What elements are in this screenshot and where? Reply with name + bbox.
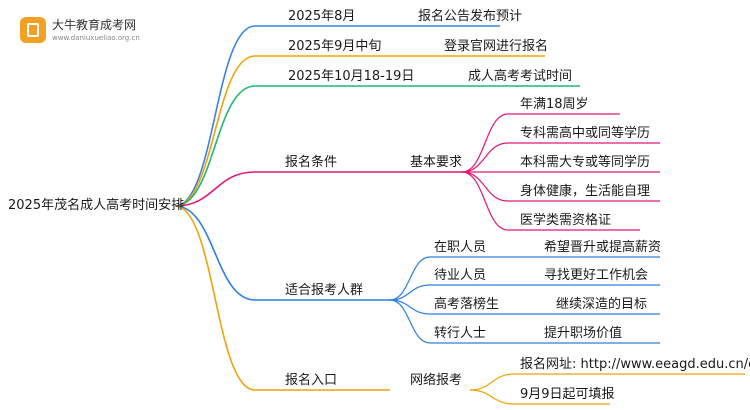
crowd-group-reason-1: 希望晋升或提高薪资 (544, 240, 662, 255)
crowd-label: 适合报考人群 (285, 283, 364, 298)
condition-item-3: 本科需大专或等同学历 (520, 155, 651, 170)
leaf-condition-2 (461, 142, 660, 173)
condition-item-4: 身体健康，生活能自理 (520, 184, 651, 199)
leaf-condition-4 (461, 171, 660, 202)
leaf-crowd-1 (389, 256, 660, 301)
timeline-date-1: 2025年8月 (288, 9, 356, 24)
leaf-crowd-3 (389, 299, 660, 315)
condition-item-2: 专科需高中或同等学历 (520, 126, 651, 141)
crowd-group-name-4: 转行人士 (434, 326, 487, 341)
leaf-entry-1 (469, 373, 745, 391)
leaf-crowd-2 (389, 284, 660, 301)
entry-item-date: 9月9日起可填报 (520, 387, 615, 402)
leaf-condition-5 (461, 171, 640, 231)
leaf-entry-2 (469, 389, 610, 405)
branch-timeline-3 (174, 85, 580, 207)
book-icon (20, 17, 46, 43)
leaf-condition-1 (461, 113, 620, 173)
branch-entry (174, 205, 390, 391)
branch-crowd (174, 205, 390, 301)
leaf-crowd-4 (389, 299, 660, 344)
timeline-event-1: 报名公告发布预计 (418, 9, 523, 24)
crowd-group-reason-2: 寻找更好工作机会 (544, 268, 649, 283)
entry-item-url: 报名网址: http://www.eeagd.edu.cn/cr (520, 357, 750, 372)
condition-item-1: 年满18周岁 (520, 97, 589, 112)
brand-url: www.daniuxueliao.org.cn (52, 34, 140, 42)
crowd-group-reason-3: 继续深造的目标 (556, 297, 648, 312)
timeline-date-2: 2025年9月中旬 (288, 39, 382, 54)
condition-item-5: 医学类需资格证 (520, 213, 612, 228)
crowd-group-name-3: 高考落榜生 (434, 297, 500, 312)
crowd-group-name-2: 待业人员 (434, 268, 487, 283)
root-topic: 2025年茂名成人高考时间安排 (8, 198, 185, 213)
timeline-event-2: 登录官网进行报名 (444, 39, 549, 54)
branch-timeline-2 (174, 55, 545, 207)
branch-timeline-1 (174, 25, 500, 207)
conditions-label: 报名条件 (285, 155, 338, 170)
brand-logo: 大牛教育成考网 www.daniuxueliao.org.cn (20, 14, 200, 50)
crowd-group-reason-4: 提升职场价值 (544, 326, 623, 341)
brand-title: 大牛教育成考网 (52, 18, 137, 32)
branch-conditions (174, 171, 390, 207)
timeline-date-3: 2025年10月18-19日 (288, 69, 415, 84)
crowd-group-name-1: 在职人员 (434, 240, 487, 255)
timeline-event-3: 成人高考考试时间 (468, 69, 573, 84)
entry-label: 报名入口 (285, 373, 338, 388)
conditions-sub: 基本要求 (410, 155, 463, 170)
entry-sub: 网络报考 (410, 373, 463, 388)
